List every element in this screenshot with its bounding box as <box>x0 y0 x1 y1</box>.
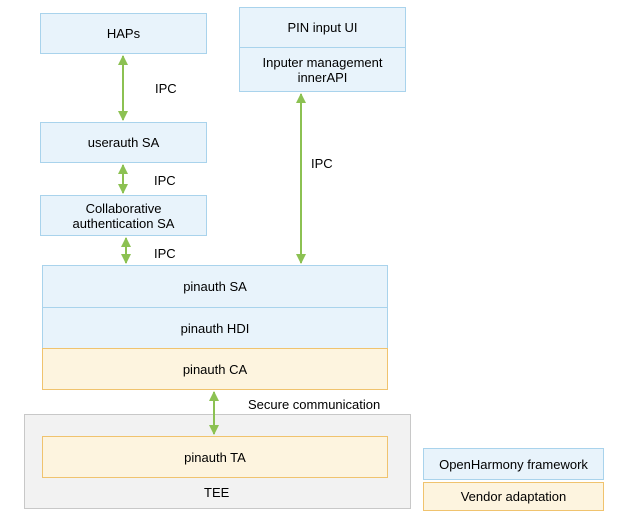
userauth-sa-box: userauth SA <box>40 122 207 163</box>
collaborative-auth-sa-label: Collaborative authentication SA <box>72 200 175 231</box>
inputer-management-label: Inputer management innerAPI <box>262 54 383 85</box>
tee-label: TEE <box>204 485 230 500</box>
pinauth-hdi-label: pinauth HDI <box>180 320 250 336</box>
ipc-label-1: IPC <box>155 81 177 96</box>
legend-openharmony: OpenHarmony framework <box>423 448 604 480</box>
pin-input-ui-box: PIN input UI <box>239 7 406 48</box>
legend-vendor: Vendor adaptation <box>423 482 604 511</box>
ipc-label-2: IPC <box>154 173 176 188</box>
pinauth-hdi-box: pinauth HDI <box>42 307 388 349</box>
legend-openharmony-label: OpenHarmony framework <box>439 456 588 472</box>
pinauth-sa-box: pinauth SA <box>42 265 388 308</box>
haps-label: HAPs <box>106 26 141 41</box>
legend-vendor-label: Vendor adaptation <box>460 489 567 504</box>
pinauth-ta-label: pinauth TA <box>184 449 246 465</box>
pinauth-sa-label: pinauth SA <box>183 279 247 294</box>
pin-input-ui-label: PIN input UI <box>287 20 358 35</box>
haps-box: HAPs <box>40 13 207 54</box>
ipc-label-3: IPC <box>154 246 176 261</box>
collaborative-auth-sa-box: Collaborative authentication SA <box>40 195 207 236</box>
pinauth-ca-box: pinauth CA <box>42 348 388 390</box>
pinauth-ca-label: pinauth CA <box>182 361 248 377</box>
userauth-sa-label: userauth SA <box>87 135 160 150</box>
pinauth-ta-box: pinauth TA <box>42 436 388 478</box>
secure-communication-label: Secure communication <box>248 397 381 412</box>
ipc-label-4: IPC <box>311 156 333 171</box>
inputer-management-box: Inputer management innerAPI <box>239 47 406 92</box>
